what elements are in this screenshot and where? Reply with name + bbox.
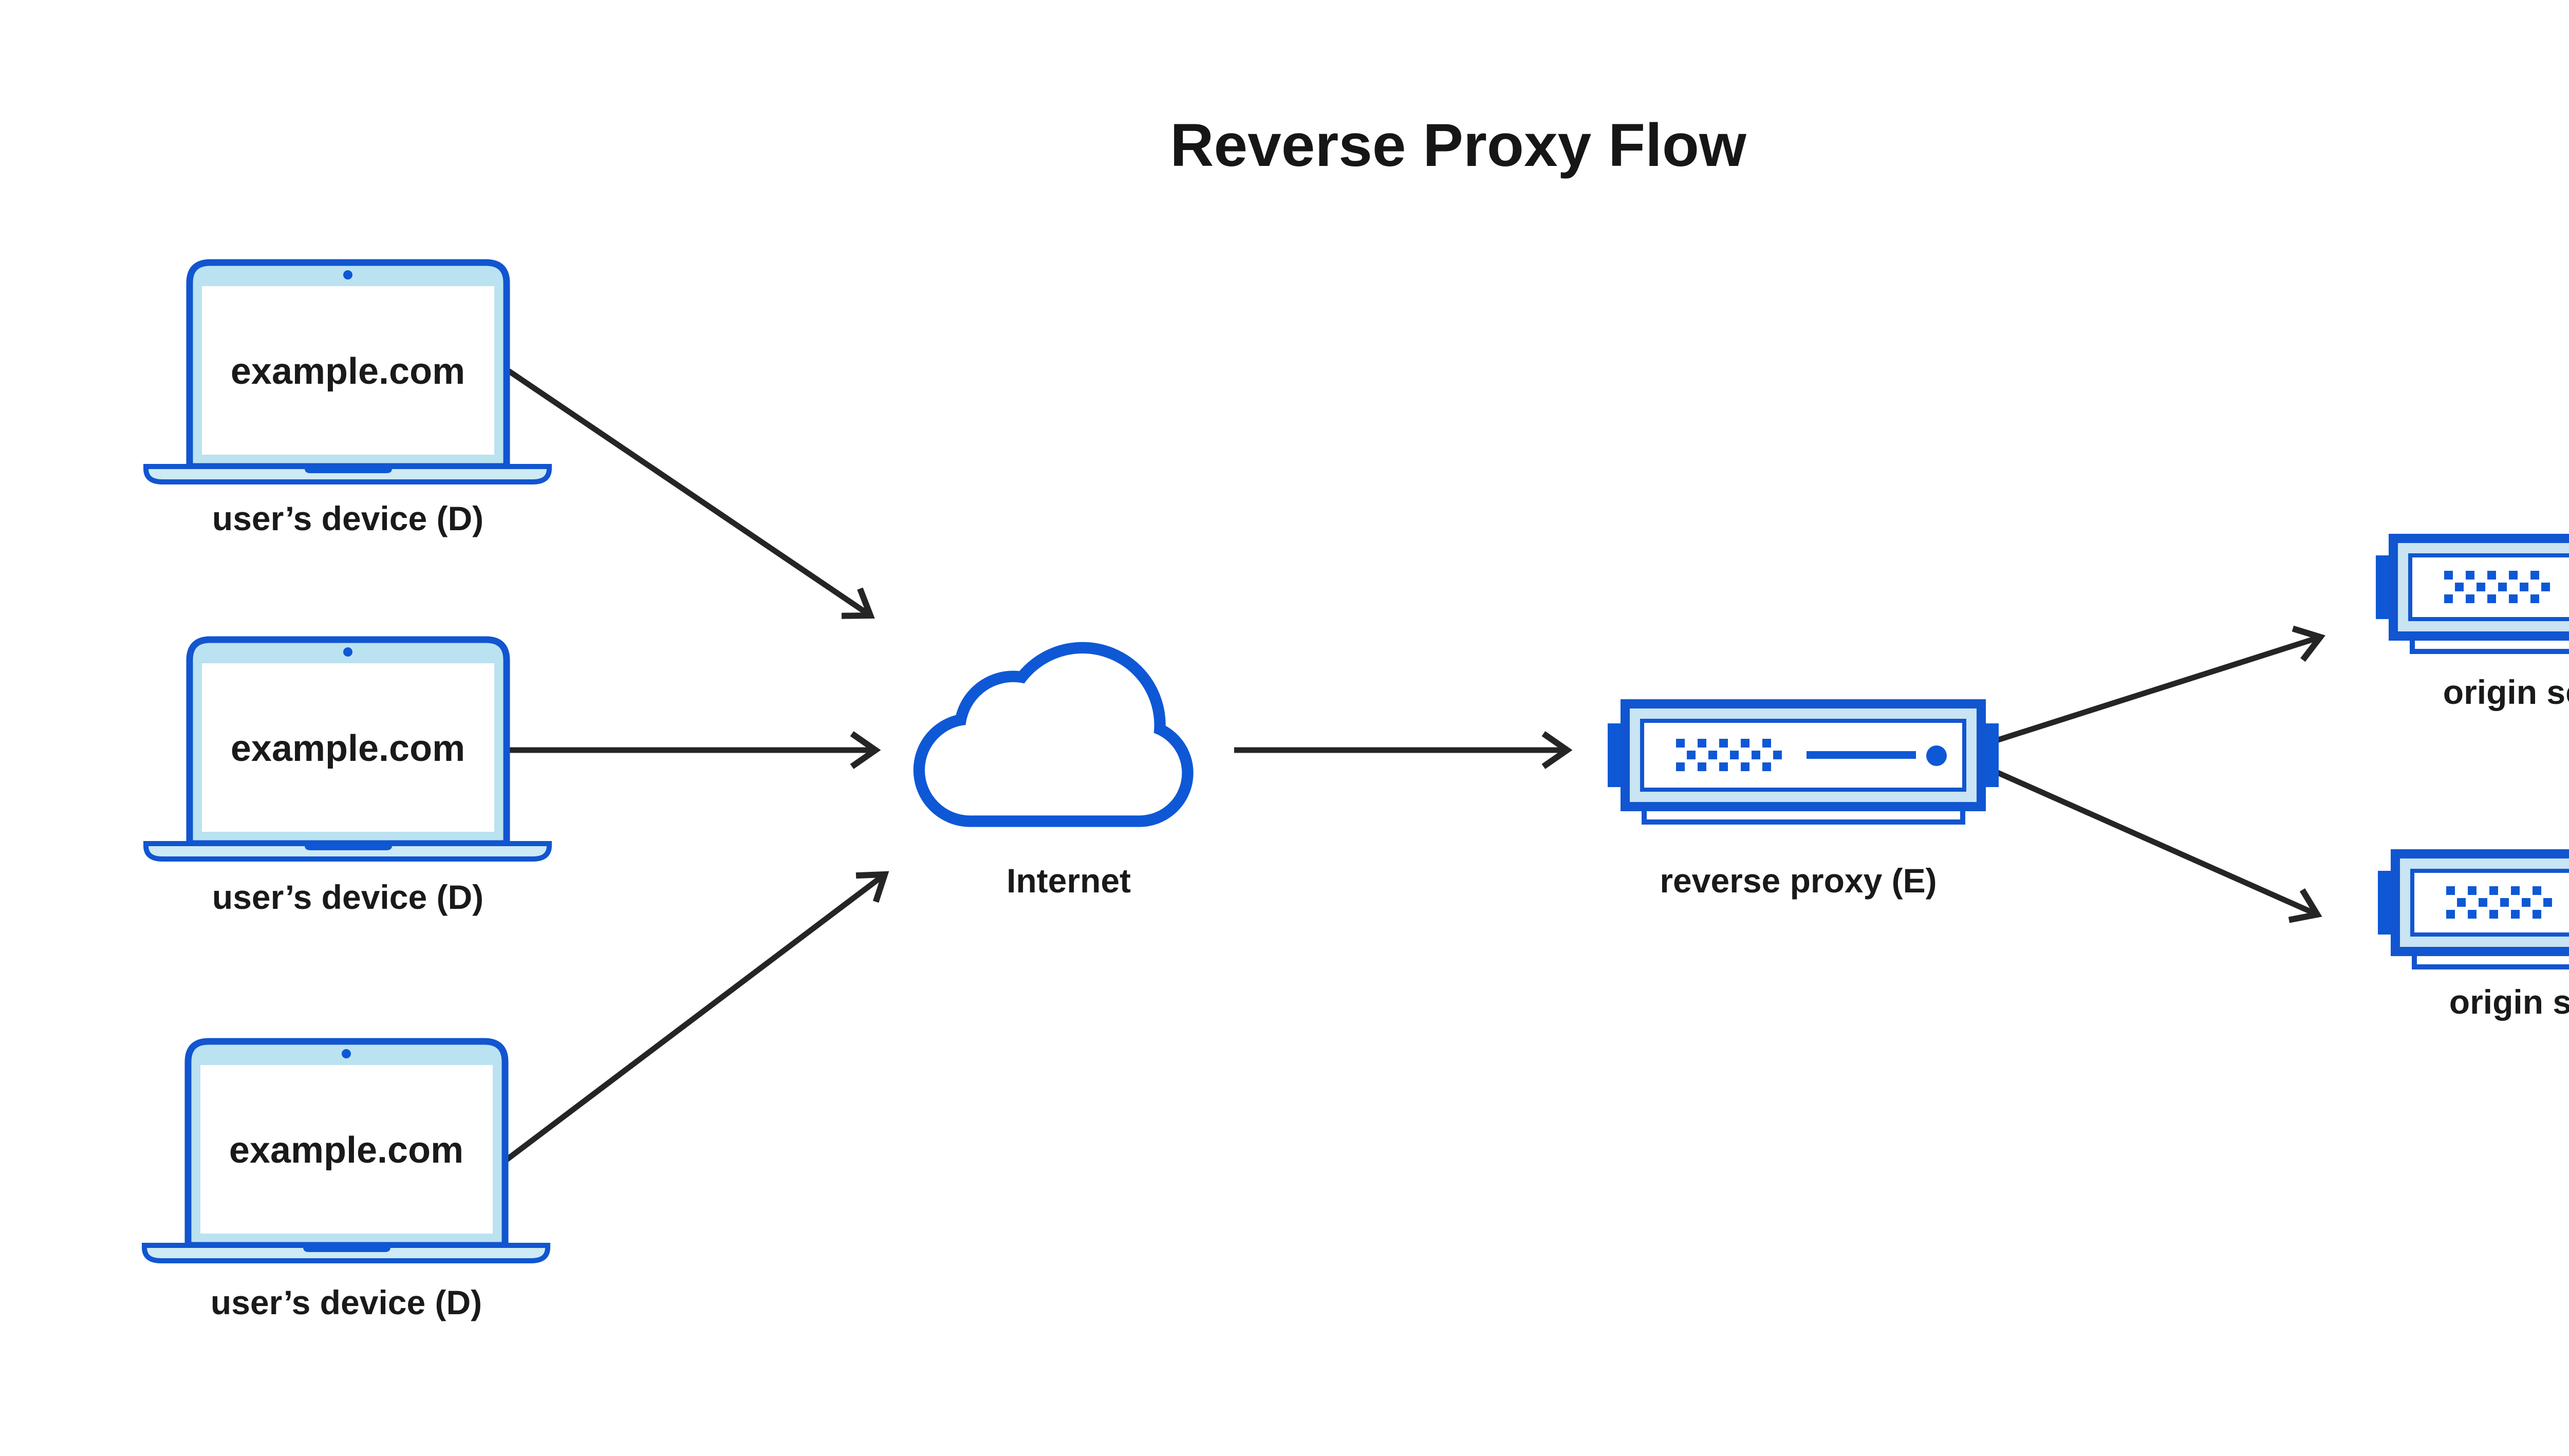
server-slot [1807, 751, 1916, 759]
origin-server-label: origin server (F) [2443, 673, 2569, 711]
node-origin-server-2: origin server (F) [2378, 849, 2569, 1021]
vent-dot [2446, 886, 2455, 895]
vent-dot [1719, 739, 1728, 748]
node-internet: Internet [913, 642, 1194, 900]
vent-dot [1676, 739, 1685, 748]
vent-dot [2477, 583, 2485, 591]
vent-dot [1762, 739, 1771, 748]
vent-dot [2466, 594, 2474, 603]
device-screen-text: example.com [231, 351, 465, 392]
vent-dot [2511, 910, 2520, 919]
vent-dot [2468, 910, 2477, 919]
vent-dot [1752, 751, 1760, 759]
vent-dot [2457, 898, 2466, 907]
flow-arrows [504, 368, 2326, 1163]
vent-dot [1719, 762, 1728, 771]
server-led [1926, 745, 1947, 766]
vent-dot [1687, 751, 1696, 759]
vent-dot [1741, 739, 1749, 748]
node-user-device-2: example.com user’s device (D) [146, 640, 549, 916]
vent-dot [2530, 571, 2539, 580]
device-label: user’s device (D) [212, 878, 483, 916]
server-vent-dots [2446, 886, 2552, 919]
vent-dot [2509, 594, 2518, 603]
server-faceplate [2410, 869, 2569, 937]
server-icon [2376, 534, 2569, 654]
vent-dot [2444, 571, 2453, 580]
vent-dot [1698, 739, 1706, 748]
node-reverse-proxy: reverse proxy (E) [1608, 699, 1999, 900]
vent-dot [1730, 751, 1739, 759]
vent-dot [1773, 751, 1782, 759]
arrow-proxy-to-origin2 [1995, 769, 2322, 923]
arrow-proxy-to-origin1 [1996, 625, 2326, 743]
vent-dot [2498, 583, 2507, 591]
cloud-icon [913, 642, 1194, 827]
vent-dot [2487, 594, 2496, 603]
vent-dot [2468, 886, 2477, 895]
vent-dot [2444, 594, 2453, 603]
vent-dot [1741, 762, 1749, 771]
server-icon [2378, 849, 2569, 969]
vent-dot [2533, 886, 2541, 895]
server-vent-dots [2444, 571, 2550, 603]
arrow-device1-to-internet [507, 368, 875, 619]
server-vent-dots [1676, 739, 1782, 771]
vent-dot [2446, 910, 2455, 919]
vent-dot [2489, 910, 2498, 919]
reverse-proxy-label: reverse proxy (E) [1660, 862, 1937, 900]
vent-dot [2509, 571, 2518, 580]
vent-dot [2466, 571, 2474, 580]
vent-dot [2533, 910, 2541, 919]
node-origin-server-1: origin server (F) [2376, 534, 2569, 711]
node-user-device-3: example.com user’s device (D) [144, 1041, 548, 1321]
vent-dot [2541, 583, 2550, 591]
device-label: user’s device (D) [211, 1283, 482, 1321]
vent-dot [2520, 583, 2528, 591]
vent-dot [1676, 762, 1685, 771]
node-user-device-1: example.com user’s device (D) [146, 263, 549, 537]
device-screen-text: example.com [231, 728, 465, 769]
server-icon [1608, 699, 1999, 825]
vent-dot [2487, 571, 2496, 580]
vent-dot [2479, 898, 2487, 907]
vent-dot [1698, 762, 1706, 771]
vent-dot [2530, 594, 2539, 603]
device-label: user’s device (D) [212, 499, 483, 537]
arrow-device3-to-internet [504, 871, 889, 1163]
origin-server-label: origin server (F) [2449, 983, 2569, 1021]
vent-dot [2455, 583, 2464, 591]
page-title: Reverse Proxy Flow [1170, 111, 1747, 179]
internet-label: Internet [1007, 862, 1131, 900]
vent-dot [1762, 762, 1771, 771]
vent-dot [2500, 898, 2509, 907]
vent-dot [2511, 886, 2520, 895]
vent-dot [2543, 898, 2552, 907]
device-screen-text: example.com [229, 1130, 463, 1171]
vent-dot [2489, 886, 2498, 895]
vent-dot [2522, 898, 2530, 907]
vent-dot [1708, 751, 1717, 759]
